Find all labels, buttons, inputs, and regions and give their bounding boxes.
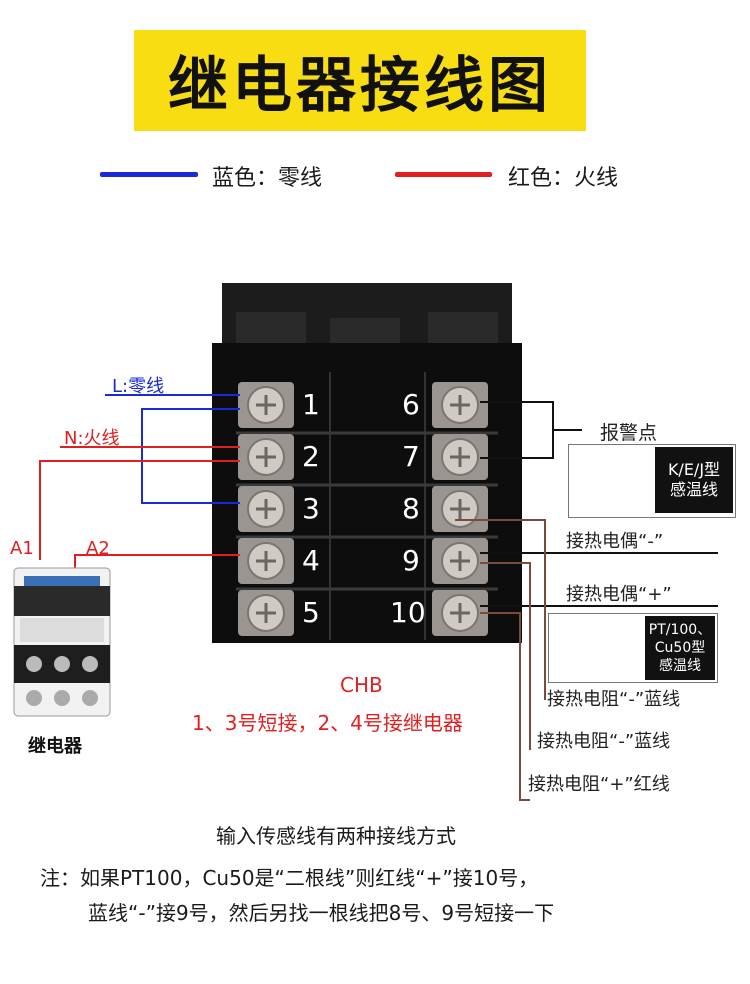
note-line-3: 蓝线“-”接9号，然后另找一根线把8号、9号短接一下: [88, 901, 555, 925]
terminal-number-6: 6: [402, 388, 420, 421]
thermocouple-type-line2: 感温线: [669, 480, 718, 499]
red-live-wire: [39, 446, 240, 572]
terminal-number-7: 7: [402, 440, 420, 473]
terminal-number-10: 10: [390, 596, 426, 629]
rtd-type-line1: PT/100、: [648, 622, 712, 638]
blue-legend-text: 蓝色：零线: [212, 166, 323, 191]
chb-model-label: CHB: [340, 673, 383, 697]
red-legend-text: 红色：火线: [508, 166, 619, 191]
rtd-type-line2: Cu50型: [654, 640, 706, 656]
thermocouple-minus-label: 接热电偶“-”: [566, 531, 664, 552]
a2-label: A2: [86, 538, 110, 559]
l-neutral-label: L:零线: [112, 376, 165, 397]
rtd-minus-label-2: 接热电阻“-”蓝线: [537, 731, 671, 752]
thermocouple-type-label: K/E/J型 感温线: [655, 447, 733, 513]
rtd-minus-label-1: 接热电阻“-”蓝线: [547, 689, 681, 710]
relay-label: 继电器: [28, 736, 82, 757]
terminal-row-separators: [236, 431, 498, 591]
rtd-type-line3: 感温线: [659, 658, 701, 674]
title-banner: 继电器接线图: [134, 30, 586, 131]
terminal-number-3: 3: [302, 492, 320, 525]
terminal-number-2: 2: [302, 440, 320, 473]
terminal-number-8: 8: [402, 492, 420, 525]
terminal-number-5: 5: [302, 596, 320, 629]
rtd-plus-label: 接热电阻“+”红线: [528, 774, 670, 795]
n-live-label: N:火线: [64, 428, 120, 449]
thermocouple-type-line1: K/E/J型: [667, 460, 721, 479]
a1-label: A1: [10, 538, 34, 559]
blue-legend-line: [100, 172, 198, 177]
terminal-number-9: 9: [402, 544, 420, 577]
terminal-number-4: 4: [302, 544, 320, 577]
thermocouple-plus-label: 接热电偶“+”: [566, 584, 672, 605]
rtd-sensor-box: PT/100、 Cu50型 感温线: [548, 613, 718, 683]
left-terminal-screws: [238, 382, 294, 636]
right-terminal-screws: [432, 382, 488, 636]
alarm-point-label: 报警点: [600, 422, 658, 444]
alarm-bracket: [480, 401, 582, 459]
blue-neutral-wire: [105, 394, 240, 504]
rtd-wires: [455, 519, 546, 801]
note-line-2: 注：如果PT100，Cu50是“二根线”则红线“+”接10号，: [40, 866, 539, 890]
terminal-number-1: 1: [302, 388, 320, 421]
note-line-1: 输入传感线有两种接线方式: [216, 824, 456, 848]
relay-contactor: [13, 567, 111, 717]
red-legend-line: [395, 172, 492, 177]
rtd-type-label: PT/100、 Cu50型 感温线: [645, 616, 715, 680]
thermocouple-sensor-box: K/E/J型 感温线: [568, 444, 736, 518]
chb-wiring-note: 1、3号短接，2、4号接继电器: [192, 711, 463, 735]
thermocouple-wires: [480, 552, 718, 607]
page-title: 继电器接线图: [168, 51, 552, 121]
